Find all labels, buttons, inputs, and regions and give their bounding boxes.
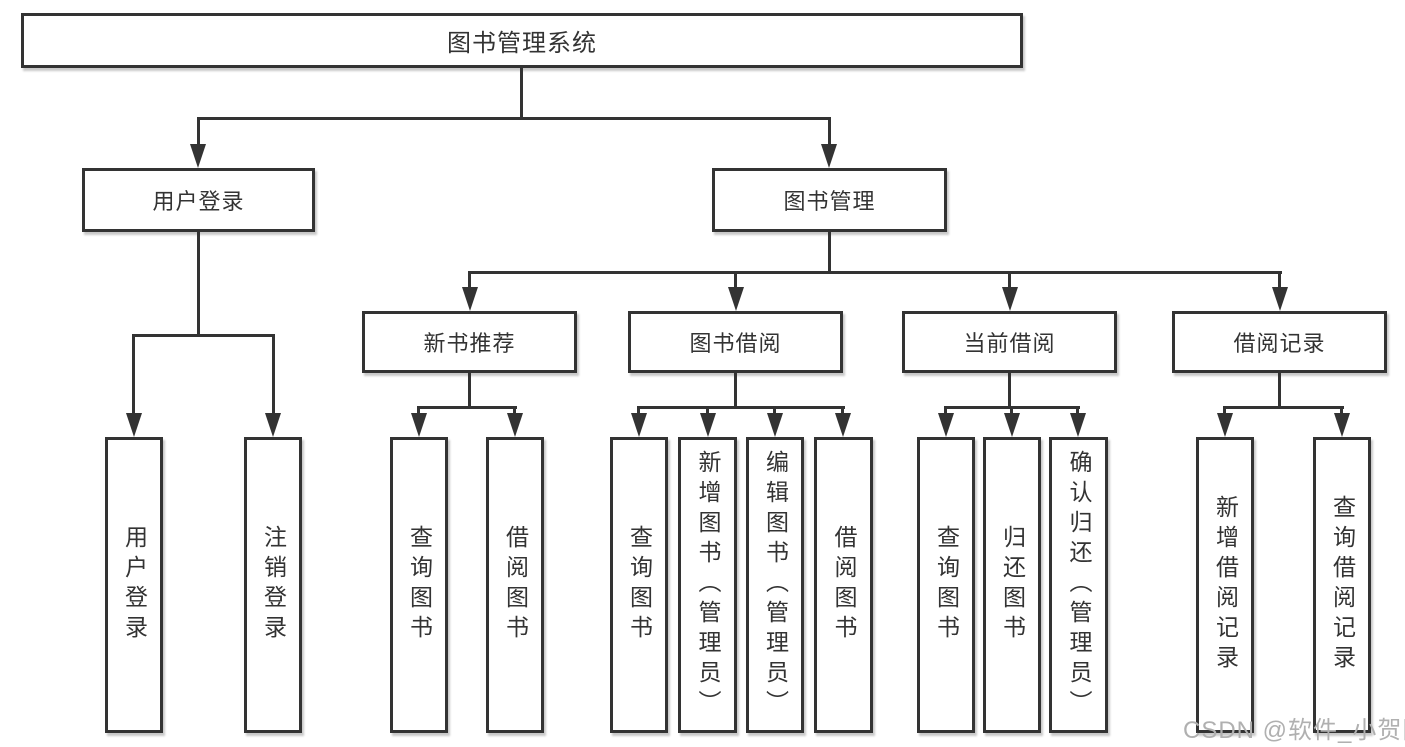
- connector-line: [637, 406, 845, 409]
- connector-line: [197, 232, 200, 337]
- connector-line: [417, 406, 420, 413]
- leaf-record-add: 新增借阅记录: [1196, 437, 1254, 733]
- arrowhead-icon: [1004, 413, 1020, 437]
- leaf-user-login: 用户登录: [105, 437, 163, 733]
- connector-line: [468, 373, 471, 409]
- arrowhead-icon: [1272, 287, 1288, 311]
- connector-line: [734, 373, 737, 409]
- connector-line: [197, 117, 831, 120]
- arrowhead-icon: [631, 413, 647, 437]
- connector-line: [944, 406, 947, 413]
- connector-line: [197, 117, 200, 144]
- node-current-borrow: 当前借阅: [902, 311, 1117, 373]
- node-book-management: 图书管理: [712, 168, 947, 232]
- connector-line: [1223, 406, 1344, 409]
- leaf-current-query: 查询图书: [917, 437, 975, 733]
- connector-line: [828, 117, 831, 144]
- connector-line: [1278, 373, 1281, 409]
- arrowhead-icon: [1334, 413, 1350, 437]
- connector-line: [1010, 406, 1013, 413]
- leaf-newbook-query: 查询图书: [390, 437, 448, 733]
- leaf-logout: 注销登录: [244, 437, 302, 733]
- arrowhead-icon: [1217, 413, 1233, 437]
- connector-line: [132, 334, 275, 337]
- connector-line: [637, 406, 640, 413]
- connector-line: [773, 406, 776, 413]
- csdn-watermark: CSDN @软件_小贺同学: [1183, 717, 1405, 744]
- arrowhead-icon: [700, 413, 716, 437]
- leaf-borrow-add-admin: 新增图书（管理员）: [678, 437, 737, 733]
- connector-line: [1223, 406, 1226, 413]
- connector-line: [513, 406, 516, 413]
- connector-line: [468, 271, 471, 287]
- arrowhead-icon: [1002, 287, 1018, 311]
- connector-line: [468, 271, 1282, 274]
- connector-line: [132, 334, 135, 413]
- node-library-system: 图书管理系统: [21, 13, 1023, 68]
- connector-line: [272, 334, 275, 413]
- arrowhead-icon: [411, 413, 427, 437]
- arrowhead-icon: [462, 287, 478, 311]
- arrowhead-icon: [265, 413, 281, 437]
- arrowhead-icon: [126, 413, 142, 437]
- connector-line: [520, 68, 523, 118]
- arrowhead-icon: [938, 413, 954, 437]
- leaf-borrow-query: 查询图书: [610, 437, 668, 733]
- node-user-login: 用户登录: [82, 168, 315, 232]
- connector-line: [706, 406, 709, 413]
- arrowhead-icon: [507, 413, 523, 437]
- leaf-current-confirm-admin: 确认归还（管理员）: [1049, 437, 1108, 733]
- arrowhead-icon: [821, 144, 837, 168]
- arrowhead-icon: [190, 144, 206, 168]
- connector-line: [1076, 406, 1079, 413]
- node-book-borrow: 图书借阅: [628, 311, 843, 373]
- connector-line: [417, 406, 517, 409]
- arrowhead-icon: [835, 413, 851, 437]
- connector-line: [1008, 271, 1011, 287]
- connector-line: [841, 406, 844, 413]
- leaf-newbook-borrow: 借阅图书: [486, 437, 544, 733]
- leaf-borrow-book: 借阅图书: [814, 437, 873, 733]
- arrowhead-icon: [767, 413, 783, 437]
- arrowhead-icon: [1070, 413, 1086, 437]
- connector-line: [734, 271, 737, 287]
- node-new-book-recommend: 新书推荐: [362, 311, 577, 373]
- leaf-record-query: 查询借阅记录: [1313, 437, 1371, 733]
- node-borrow-record: 借阅记录: [1172, 311, 1387, 373]
- connector-line: [828, 232, 831, 274]
- connector-line: [1008, 373, 1011, 409]
- connector-line: [1340, 406, 1343, 413]
- leaf-borrow-edit-admin: 编辑图书（管理员）: [746, 437, 804, 733]
- leaf-current-return: 归还图书: [983, 437, 1041, 733]
- connector-line: [1278, 271, 1281, 287]
- arrowhead-icon: [728, 287, 744, 311]
